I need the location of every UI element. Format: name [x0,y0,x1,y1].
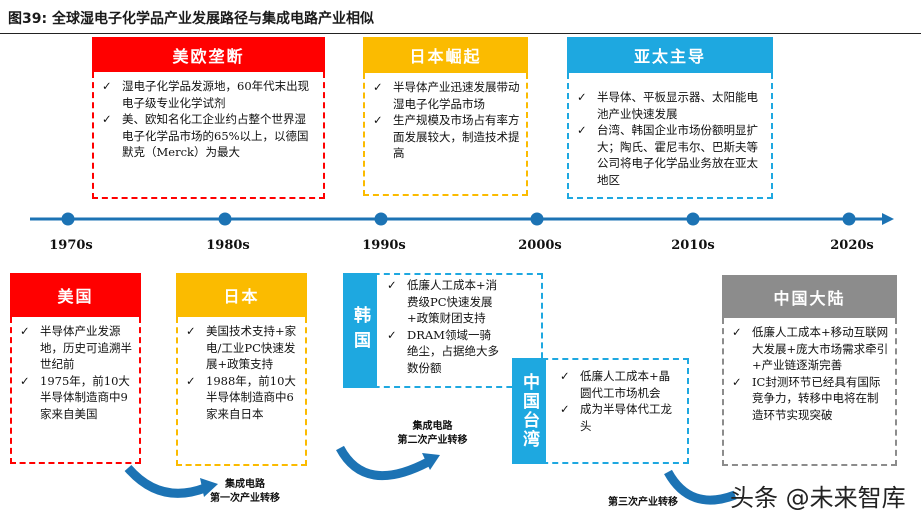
check-icon: ✓ [732,325,742,339]
list-item: ✓低廉人工成本+消费级PC快速发展+政策财团支持 [387,278,498,325]
check-icon: ✓ [732,374,742,389]
transfer-arrow-3-icon [664,469,737,505]
list-item: ✓IC封测环节已经具有国际竞争力，转移中电将在制造环节实现突破 [732,374,881,422]
stage-body-us-eu: ✓湿电子化学品发源地，60年代末出现电子级专业化学试剂 ✓美、欧知名化工企业约占… [92,72,325,199]
check-icon: ✓ [560,369,570,383]
timeline-dot [686,212,700,226]
year-label: 1970s [49,238,93,253]
list-item: ✓成为半导体代工龙头 [560,402,672,433]
region-header-japan: 日本 [176,273,307,317]
list-item: ✓台湾、韩国企业市场份额明显扩大；陶氏、霍尼韦尔、巴斯夫等公司将电子化学品业务放… [577,123,758,187]
list-item: ✓美、欧知名化工企业约占整个世界湿电子化学品市场的65%以上，以德国默克（Mer… [102,112,309,159]
year-label: 2020s [830,238,874,253]
list-item: ✓低廉人工成本+移动互联网大发展+庞大市场需求牵引+产业链逐渐完善 [732,325,889,372]
stage-header-japan-rise: 日本崛起 [363,37,528,73]
check-icon: ✓ [373,113,383,127]
check-icon: ✓ [20,324,30,338]
region-body-korea: ✓低廉人工成本+消费级PC快速发展+政策财团支持 ✓DRAM领域一骑绝尘，占据绝… [343,273,543,388]
region-body-usa: ✓半导体产业发源地，历史可追溯半世纪前 ✓1975年，前10大半导体制造商中9家… [10,317,141,464]
timeline-dot [530,212,544,226]
list-item: ✓湿电子化学品发源地，60年代末出现电子级专业化学试剂 [102,79,310,110]
list-item: ✓半导体、平板显示器、太阳能电池产业快速发展 [577,90,758,121]
transfer-label-3: 第三次产业转移 [608,497,678,508]
timeline-arrowhead-icon [882,213,894,225]
list-item: ✓美国技术支持+家电/工业PC快速发展+政策支持 [186,324,297,371]
check-icon: ✓ [387,278,397,292]
year-label: 2000s [518,238,562,253]
timeline-dot [61,212,75,226]
list-item: ✓1988年，前10大半导体制造商中6家来自日本 [186,373,296,421]
stage-header-us-eu: 美欧垄断 [92,37,325,72]
transfer-arrowhead-1-icon [200,478,218,497]
title-divider [0,33,921,34]
figure-title: 图39: 全球湿电子化学品产业发展路径与集成电路产业相似 [8,11,374,27]
list-item: ✓低廉人工成本+晶圆代工市场机会 [560,369,671,400]
region-header-usa: 美国 [10,273,141,317]
timeline-dot [842,212,856,226]
transfer-arrowhead-2-icon [422,453,440,470]
check-icon: ✓ [387,327,397,342]
timeline-dot [218,212,232,226]
watermark: 头条 @未来智库 [730,484,906,512]
check-icon: ✓ [560,402,570,416]
region-header-taiwan: 中国台湾 [512,358,546,464]
stage-header-asia-pacific: 亚太主导 [567,37,773,73]
region-header-mainland-china: 中国大陆 [722,275,897,318]
transfer-arrow-2-icon [336,445,431,480]
list-item: ✓1975年，前10大半导体制造商中9家来自美国 [20,373,130,421]
region-body-japan: ✓美国技术支持+家电/工业PC快速发展+政策支持 ✓1988年，前10大半导体制… [176,317,307,466]
year-label: 1990s [362,238,406,253]
list-item: ✓半导体产业发源地，历史可追溯半世纪前 [20,324,132,371]
year-label: 2010s [671,238,715,253]
region-body-mainland-china: ✓低廉人工成本+移动互联网大发展+庞大市场需求牵引+产业链逐渐完善 ✓IC封测环… [722,318,897,466]
check-icon: ✓ [577,90,587,104]
stage-body-japan-rise: ✓半导体产业迅速发展带动湿电子化学品市场 ✓生产规模及市场占有率方面发展较大，制… [363,73,528,196]
transfer-label-1: 集成电路第一次产业转移 [210,479,280,504]
check-icon: ✓ [102,79,112,93]
stage-body-asia-pacific: ✓半导体、平板显示器、太阳能电池产业快速发展 ✓台湾、韩国企业市场份额明显扩大；… [567,73,773,199]
list-item: ✓半导体产业迅速发展带动湿电子化学品市场 [373,80,520,111]
check-icon: ✓ [102,112,112,126]
region-header-korea: 韩国 [343,273,377,388]
check-icon: ✓ [577,123,587,137]
timeline-dot [374,212,388,226]
year-label: 1980s [206,238,250,253]
transfer-arrow-1-icon [124,464,207,498]
check-icon: ✓ [20,373,30,388]
check-icon: ✓ [186,373,196,388]
list-item: ✓DRAM领域一骑绝尘，占据绝大多数份额 [387,327,499,375]
list-item: ✓生产规模及市场占有率方面发展较大，制造技术提高 [373,113,520,160]
transfer-label-2: 集成电路第二次产业转移 [397,421,468,446]
check-icon: ✓ [186,324,196,338]
check-icon: ✓ [373,80,383,94]
